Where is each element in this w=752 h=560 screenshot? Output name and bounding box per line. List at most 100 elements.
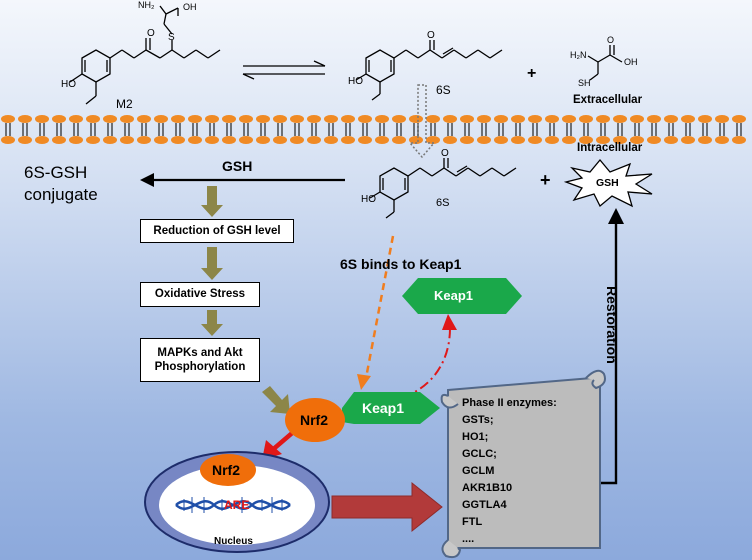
lipid-head [477,115,491,123]
gsh-burst-shape [563,158,653,208]
lipid-head [664,115,678,123]
lipid-head [273,115,287,123]
phase2-scroll [440,369,606,559]
lipid-head [52,115,66,123]
lipid-head [528,115,542,123]
lipid-head [324,136,338,144]
6s-top-structure [355,40,503,101]
free-keap1-label: Keap1 [434,288,474,303]
restoration-label: Restoration [604,286,620,364]
cascade-arrow [262,386,290,414]
plus-mid: + [540,170,551,190]
lipid-head [256,115,270,123]
reduction-gsh-box: Reduction of GSH level [140,219,294,243]
cascade-arrow [201,247,223,280]
phase2-item: GSTs; [462,414,494,426]
6s-binding-arrow [357,235,395,390]
lipid-head [562,136,576,144]
complex-nrf2-shape [285,398,345,442]
lipid-head [375,136,389,144]
6s-top-label: 6S [436,83,451,97]
lipid-head [273,136,287,144]
phase2-item: HO1; [462,431,489,443]
lipid-head [137,115,151,123]
lipid-head [545,136,559,144]
lipid-head [120,115,134,123]
m2-s-text: S [168,32,175,43]
cys-o-text: O [607,35,614,45]
lipid-head [715,115,729,123]
phase2-item: GCLM [462,465,495,477]
keap1-release-arrow [382,314,457,403]
6s-mid-label: 6S [436,197,450,209]
lipid-head [358,136,372,144]
phase2-item: AKR1B10 [462,482,513,494]
dna-helix-icon [175,500,291,510]
lipid-head [171,136,185,144]
nucleus-inner-shape [159,465,315,545]
lipid-head [596,115,610,123]
lipid-head [239,136,253,144]
lipid-head [715,136,729,144]
transcription-arrow [331,481,443,533]
lipid-head [630,115,644,123]
cys-nh2-text: H₂N [570,50,587,60]
lipid-head [171,115,185,123]
lipid-head [613,115,627,123]
lipid-head [409,115,423,123]
m2-o-text: O [147,28,155,39]
lipid-head [324,115,338,123]
cys-sh-text: SH [578,78,591,88]
lipid-head [222,115,236,123]
lipid-head [188,136,202,144]
cysteine-structure [587,45,623,81]
cascade-arrow [201,186,223,217]
lipid-head [307,136,321,144]
6s-top-o-text: O [427,30,435,41]
lipid-head [69,115,83,123]
lipid-head [1,115,15,123]
lipid-head [460,115,474,123]
lipid-head [545,115,559,123]
6s-gsh-conjugate-label: 6S-GSH conjugate [24,163,98,204]
phase2-item: GGTLA4 [462,499,507,511]
phase2-item: .... [462,533,475,545]
lipid-head [222,136,236,144]
lipid-head [18,115,32,123]
extracellular-label: Extracellular [573,94,643,106]
m2-ho-text: HO [61,79,76,90]
lipid-head [562,115,576,123]
m2-label: M2 [116,97,133,111]
phase2-title: Phase II enzymes: [462,397,557,409]
olive-arrows [201,186,290,414]
lipid-head [120,136,134,144]
lipid-head [52,136,66,144]
lipid-head [103,115,117,123]
6s-mid-structure [369,158,517,219]
lipid-head [732,136,746,144]
phase2-enzymes-list: Phase II enzymes: GSTs; HO1; GCLC; GCLM … [462,395,557,548]
mapks-akt-box: MAPKs and Akt Phosphorylation [140,338,260,382]
lipid-head [511,115,525,123]
lipid-head [154,115,168,123]
equilibrium-arrows [242,60,326,80]
cys-oh-text: OH [624,57,638,67]
lipid-head [664,136,678,144]
nucleus-nrf2-label: Nrf2 [212,462,241,478]
lipid-head [732,115,746,123]
m2-oh-text: OH [183,2,197,12]
lipid-head [188,115,202,123]
lipid-head [511,136,525,144]
plus-top: + [527,65,536,82]
6s-entry-arrow [408,84,436,159]
dna-rungs [183,497,283,513]
lipid-head [103,136,117,144]
lipid-head [494,115,508,123]
lipid-head [596,136,610,144]
cascade-arrow [201,310,223,336]
lipid-head [613,136,627,144]
lipid-head [290,136,304,144]
lipid-head [307,115,321,123]
lipid-head [681,136,695,144]
free-keap1-shape [402,278,522,314]
